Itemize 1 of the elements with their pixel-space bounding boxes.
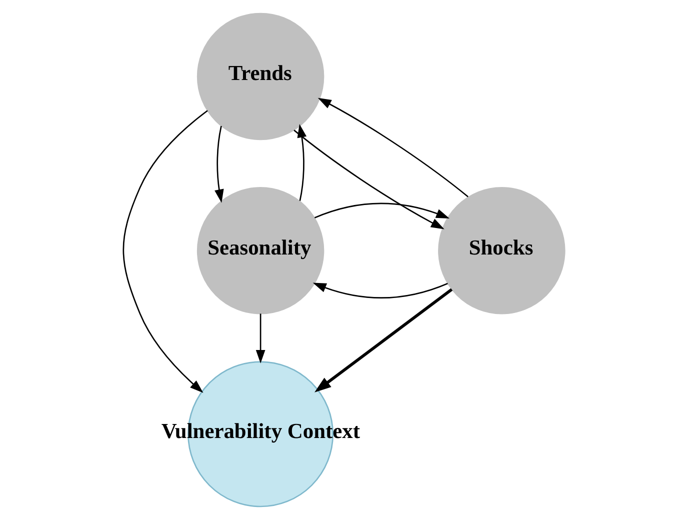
node-label: Vulnerability Context	[160, 418, 360, 443]
